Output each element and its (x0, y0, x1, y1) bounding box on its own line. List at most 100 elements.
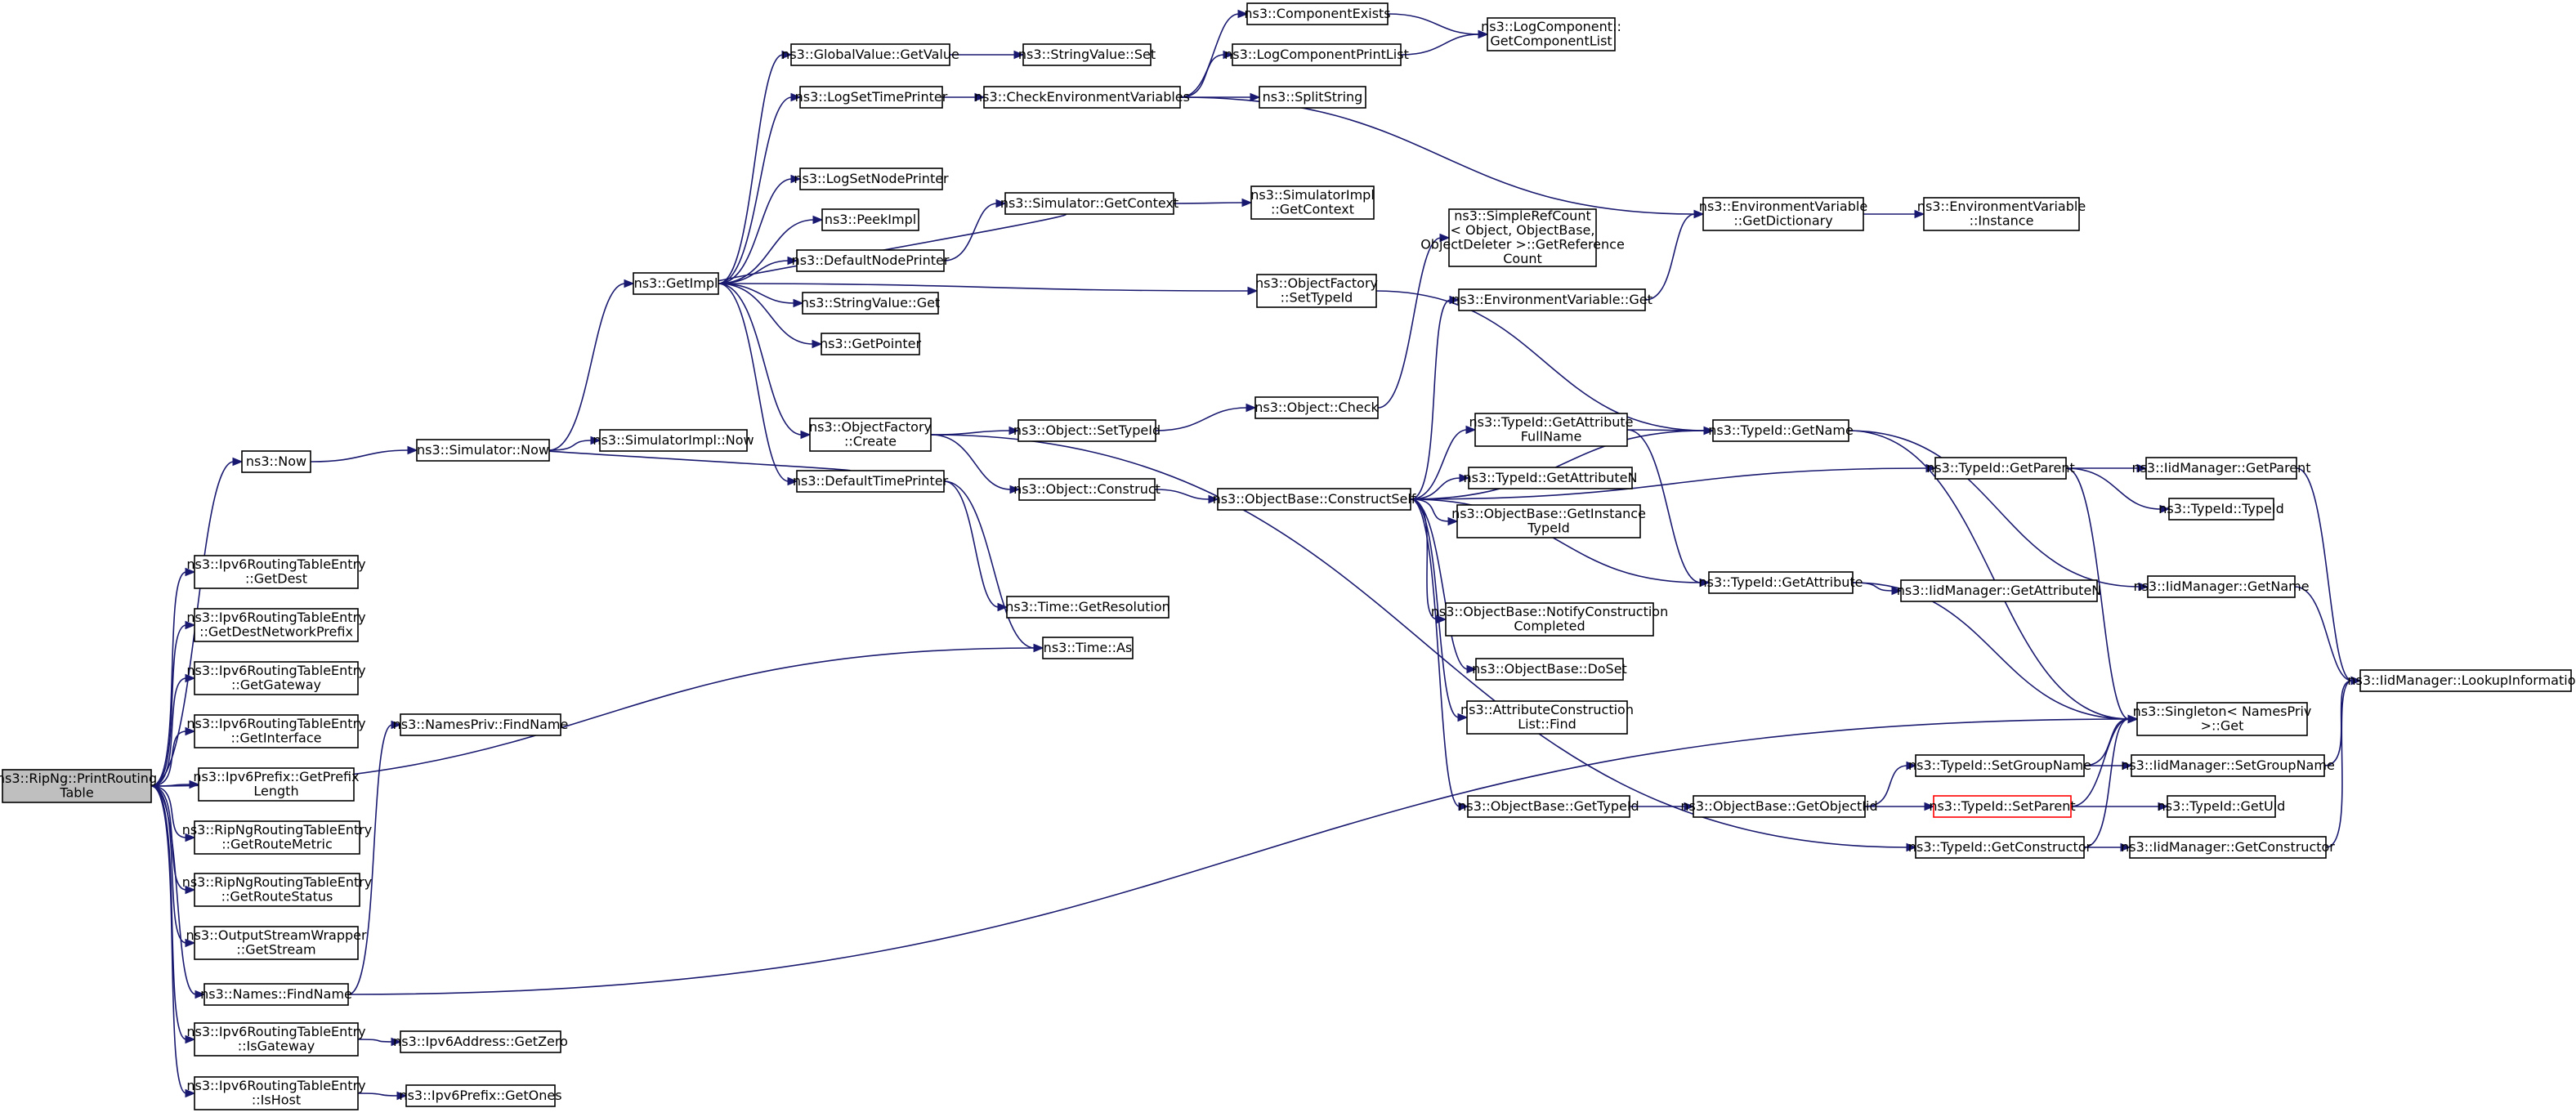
node-tidgetuid[interactable]: ns3::TypeId::GetUid (2158, 795, 2286, 818)
node-label: ns3::LogSetTimePrinter (795, 89, 948, 105)
node-logtime[interactable]: ns3::LogSetTimePrinter (795, 86, 948, 109)
node-iidsetgroup[interactable]: ns3::IidManager::SetGroupName (2121, 754, 2335, 777)
node-envinst[interactable]: ns3::EnvironmentVariable::Instance (1917, 197, 2086, 231)
node-simnow[interactable]: ns3::Simulator::Now (416, 439, 550, 462)
edge-getimpl-to-logtime (718, 96, 793, 284)
node-obgettid[interactable]: ns3::ObjectBase::GetTypeId (1458, 795, 1639, 818)
node-ripstatus[interactable]: ns3::RipNgRoutingTableEntry::GetRouteSta… (182, 873, 373, 907)
node-ofcreate[interactable]: ns3::ObjectFactory::Create (809, 418, 932, 452)
node-splitstr[interactable]: ns3::SplitString (1259, 86, 1366, 109)
node-tidgetparent[interactable]: ns3::TypeId::GetParent (1926, 457, 2075, 480)
node-obdoset[interactable]: ns3::ObjectBase::DoSet (1472, 658, 1627, 681)
node-ipv6getif[interactable]: ns3::Ipv6RoutingTableEntry::GetInterface (186, 714, 366, 748)
node-namesprivfind[interactable]: ns3::NamesPriv::FindName (393, 713, 569, 736)
edge-printrt-to-ipv6getdnp (150, 624, 187, 787)
node-label: ns3::Object::Check (1254, 400, 1379, 415)
node-deftime[interactable]: ns3::DefaultTimePrinter (793, 470, 949, 493)
node-simpleref[interactable]: ns3::SimpleRefCount< Object, ObjectBase,… (1420, 208, 1625, 267)
node-tidgetname[interactable]: ns3::TypeId::GetName (1708, 419, 1854, 442)
node-objcheck[interactable]: ns3::Object::Check (1254, 396, 1380, 419)
node-getptr[interactable]: ns3::GetPointer (820, 333, 922, 355)
node-label: ns3::TypeId::GetUid (2158, 798, 2286, 814)
node-box (194, 873, 360, 907)
node-checkenv[interactable]: ns3::CheckEnvironmentVariables (974, 86, 1190, 109)
node-defnode[interactable]: ns3::DefaultNodePrinter (792, 249, 950, 272)
node-tidtid[interactable]: ns3::TypeId::TypeId (2158, 498, 2284, 521)
arrowhead-icon (391, 720, 402, 730)
node-label: ns3::Ipv6RoutingTableEntry (186, 663, 365, 678)
node-label: ns3::TypeId::TypeId (2158, 501, 2283, 516)
node-tidattrn[interactable]: ns3::TypeId::GetAttributeN (1464, 467, 1638, 489)
node-obnotify[interactable]: ns3::ObjectBase::NotifyConstructionCompl… (1431, 602, 1668, 637)
node-getimpl[interactable]: ns3::GetImpl (633, 272, 719, 295)
node-ipv6ones[interactable]: ns3::Ipv6Prefix::GetOnes (399, 1084, 562, 1107)
arrowhead-icon (1246, 403, 1257, 413)
node-simimplctx[interactable]: ns3::SimulatorImpl::GetContext (1250, 185, 1375, 220)
node-iidgetparent[interactable]: ns3::IidManager::GetParent (2131, 457, 2311, 480)
node-ipv6getdest[interactable]: ns3::Ipv6RoutingTableEntry::GetDest (186, 555, 366, 589)
arrowhead-icon (1465, 425, 1477, 435)
node-peekimpl[interactable]: ns3::PeekImpl (821, 208, 919, 231)
node-objsettid[interactable]: ns3::Object::SetTypeId (1013, 419, 1161, 442)
node-box (1900, 579, 2098, 602)
node-lognode[interactable]: ns3::LogSetNodePrinter (794, 168, 949, 190)
node-label: ns3::ObjectBase::NotifyConstruction (1431, 604, 1668, 619)
node-ripmetric[interactable]: ns3::RipNgRoutingTableEntry::GetRouteMet… (182, 820, 373, 855)
node-box (1250, 185, 1375, 220)
node-box (194, 661, 359, 695)
node-envget[interactable]: ns3::EnvironmentVariable::Get (1451, 288, 1652, 311)
node-now[interactable]: ns3::Now (241, 450, 311, 473)
node-timeas[interactable]: ns3::Time::As (1042, 637, 1134, 659)
node-singleton[interactable]: ns3::Singleton< NamesPriv>::Get (2133, 702, 2312, 736)
node-namesfind[interactable]: ns3::Names::FindName (200, 983, 352, 1006)
node-simctx[interactable]: ns3::Simulator::GetContext (1000, 192, 1178, 215)
edge-printrt-to-ipv6getgw (150, 677, 187, 787)
node-ipv6isgw[interactable]: ns3::Ipv6RoutingTableEntry::IsGateway (186, 1022, 366, 1057)
node-obconstruct[interactable]: ns3::ObjectBase::ConstructSelf (1213, 488, 1416, 511)
node-label: Length (253, 784, 298, 799)
edge-deftime-to-simnow (539, 449, 852, 471)
node-svget[interactable]: ns3::StringValue::Get (801, 292, 940, 315)
node-iidattrn[interactable]: ns3::IidManager::GetAttributeN (1897, 579, 2102, 602)
node-ipv6addrzero[interactable]: ns3::Ipv6Address::GetZero (393, 1030, 568, 1053)
node-logcomplist[interactable]: ns3::LogComponent::GetComponentList (1481, 17, 1621, 51)
node-envdict[interactable]: ns3::EnvironmentVariable::GetDictionary (1699, 197, 1867, 231)
node-iidlookup[interactable]: ns3::IidManager::LookupInformation (2347, 669, 2576, 692)
node-label: ns3::PeekImpl (825, 212, 916, 227)
node-ipv6ishost[interactable]: ns3::Ipv6RoutingTableEntry::IsHost (186, 1076, 366, 1110)
node-box (1022, 43, 1152, 66)
node-svset[interactable]: ns3::StringValue::Set (1018, 43, 1156, 66)
node-tidsetgroup[interactable]: ns3::TypeId::SetGroupName (1908, 754, 2091, 777)
node-ofsettid[interactable]: ns3::ObjectFactory::SetTypeId (1255, 274, 1378, 308)
node-tidgetctor[interactable]: ns3::TypeId::GetConstructor (1908, 836, 2092, 859)
node-timeres[interactable]: ns3::Time::GetResolution (1005, 596, 1170, 619)
node-simimplnow[interactable]: ns3::SimulatorImpl::Now (593, 429, 754, 452)
node-label: ns3::StringValue::Set (1018, 47, 1156, 62)
node-box (1004, 192, 1174, 215)
arrowhead-icon (1906, 761, 1917, 771)
node-gvget[interactable]: ns3::GlobalValue::GetValue (781, 43, 959, 66)
node-box (1487, 17, 1616, 51)
node-obgetoiid[interactable]: ns3::ObjectBase::GetObjectIid (1680, 795, 1878, 818)
node-label: ns3::ObjectFactory (1255, 275, 1378, 291)
node-box (1448, 208, 1597, 267)
node-tidgetattr[interactable]: ns3::TypeId::GetAttribute (1698, 571, 1863, 594)
edge-objcheck-to-simpleref (1377, 237, 1442, 409)
node-iidgetctor[interactable]: ns3::IidManager::GetConstructor (2121, 836, 2335, 859)
node-tidsetparent[interactable]: ns3::TypeId::SetParent (1929, 795, 2076, 818)
node-ipv6getgw[interactable]: ns3::Ipv6RoutingTableEntry::GetGateway (186, 661, 366, 695)
node-box (2136, 702, 2308, 736)
arrowhead-icon (1439, 233, 1451, 243)
node-logprint[interactable]: ns3::LogComponentPrintList (1224, 43, 1409, 66)
node-objconstruct[interactable]: ns3::Object::Construct (1013, 478, 1161, 501)
arrowhead-icon (1906, 842, 1917, 852)
node-ipv6getdnp[interactable]: ns3::Ipv6RoutingTableEntry::GetDestNetwo… (186, 608, 366, 642)
node-iidgetname[interactable]: ns3::IidManager::GetName (2133, 575, 2310, 598)
node-osw[interactable]: ns3::OutputStreamWrapper::GetStream (186, 926, 367, 960)
node-compexists[interactable]: ns3::ComponentExists (1244, 2, 1391, 25)
